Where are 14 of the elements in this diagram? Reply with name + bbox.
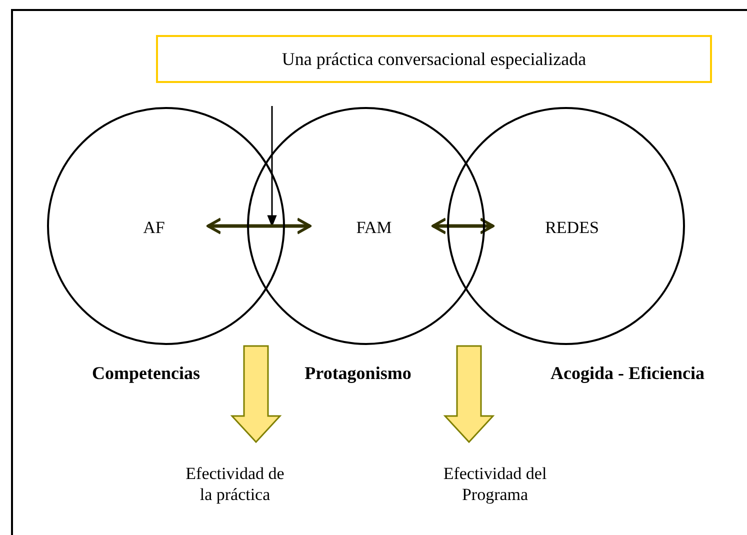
circle-label: AF: [134, 216, 174, 240]
circle-label: REDES: [532, 216, 612, 240]
bold-label: Acogida - Eficiencia: [550, 362, 706, 385]
arrow: [206, 218, 312, 234]
circle-label: FAM: [349, 216, 399, 240]
bold-label: Protagonismo: [304, 362, 412, 385]
block-arrow: [443, 345, 495, 444]
arrow: [267, 106, 277, 228]
arrow: [432, 218, 494, 234]
title-box: Una práctica conversacional especializada: [156, 35, 712, 83]
bold-label: Competencias: [91, 362, 201, 385]
outcome-text: Efectividad de la práctica: [180, 462, 290, 506]
block-arrow: [230, 345, 282, 444]
outcome-text: Efectividad del Programa: [440, 462, 550, 506]
